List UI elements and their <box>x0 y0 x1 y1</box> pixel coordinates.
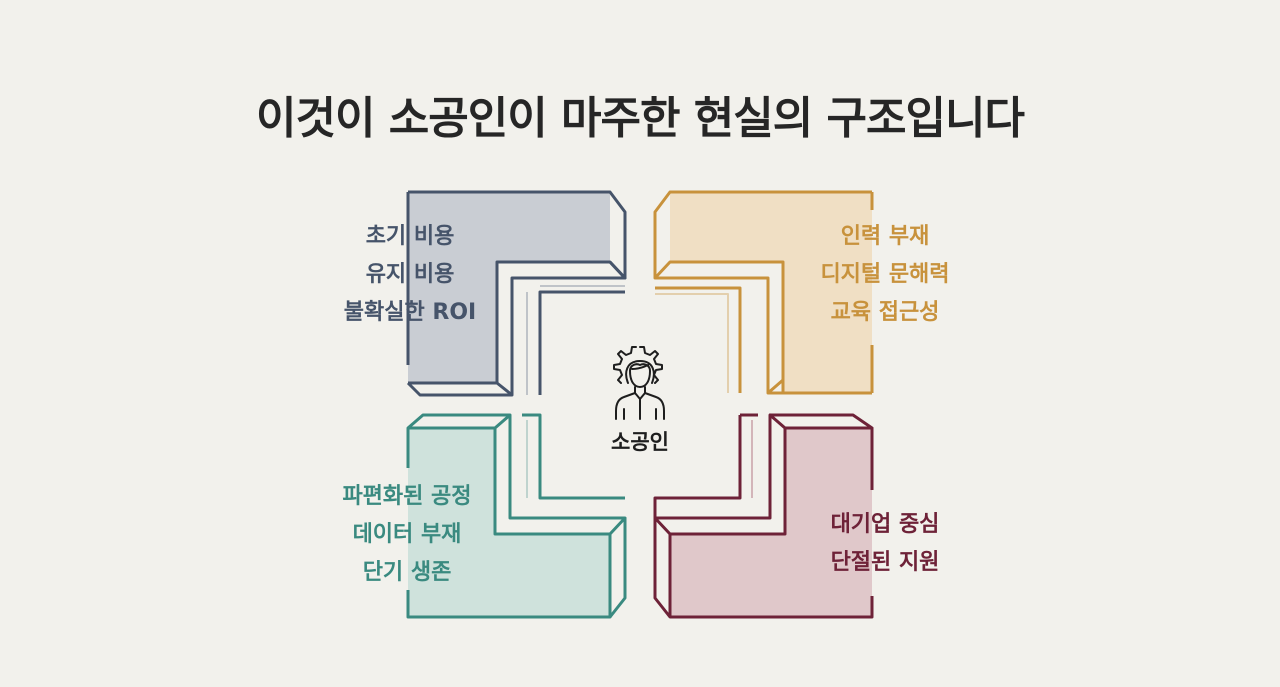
page-title: 이것이 소공인이 마주한 현실의 구조입니다 <box>256 93 1025 144</box>
quadrant-bottom-right-labels: 대기업 중심 단절된 지원 <box>800 506 970 582</box>
label-item: 초기 비용 <box>365 224 455 249</box>
label-item: 단기 생존 <box>362 560 452 585</box>
label-item: 파편화된 공정 <box>342 484 472 509</box>
quadrant-top-left-labels: 초기 비용 유지 비용 불확실한 ROI <box>330 218 490 332</box>
block-bottom-right <box>653 413 874 619</box>
label-item: 대기업 중심 <box>830 512 940 537</box>
label-item: 교육 접근성 <box>830 300 940 325</box>
label-item: 불확실한 ROI <box>343 300 477 325</box>
label-item: 단절된 지원 <box>830 550 940 575</box>
quadrant-top-right-labels: 인력 부재 디지털 문해력 교육 접근성 <box>795 218 975 332</box>
label-item: 유지 비용 <box>365 262 455 287</box>
worker-gear-icon <box>613 346 665 420</box>
label-item: 디지털 문해력 <box>820 262 950 287</box>
label-item: 인력 부재 <box>840 224 930 249</box>
block-top-left <box>406 190 627 397</box>
quadrant-bottom-left-labels: 파편화된 공정 데이터 부재 단기 생존 <box>322 478 492 592</box>
center-label: 소공인 <box>611 430 669 454</box>
block-bottom-left <box>406 413 627 619</box>
label-item: 데이터 부재 <box>352 522 462 547</box>
block-top-right <box>653 190 874 395</box>
